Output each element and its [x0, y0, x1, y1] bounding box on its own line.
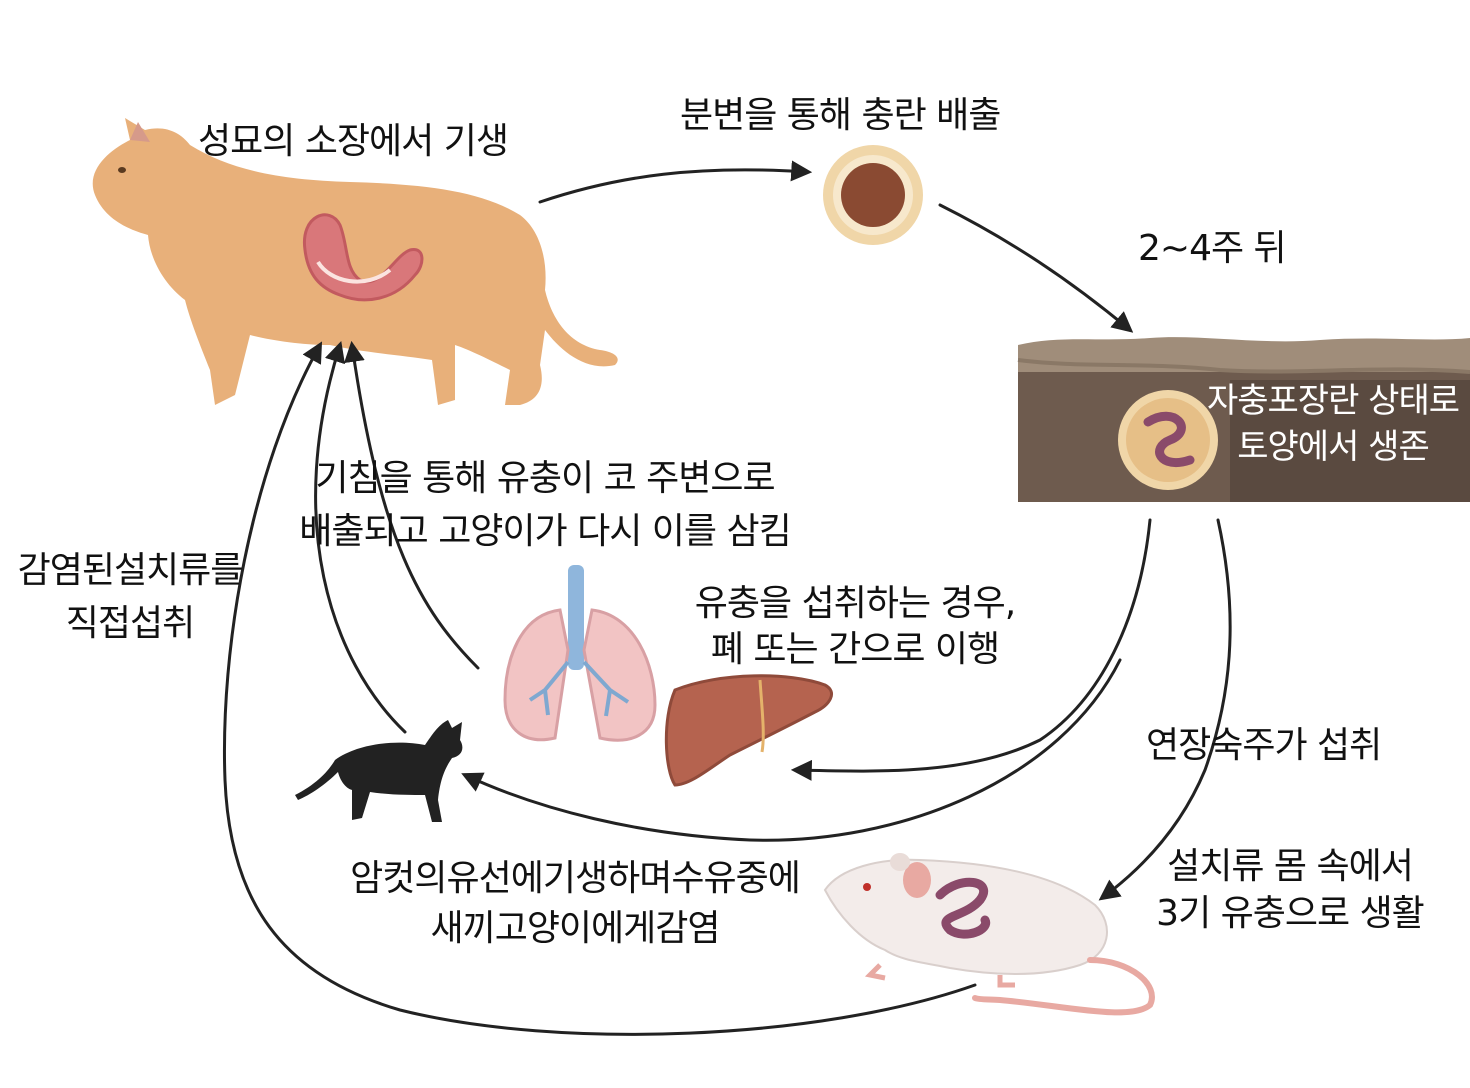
label-rodent-direct-line-2: 직접섭취: [65, 603, 195, 644]
arrow-mouse-to-cat: [223, 341, 977, 1036]
cycle-arrows: [223, 160, 1232, 1036]
label-rodent-direct-line-1: 감염된설치류를: [17, 550, 244, 591]
arrow-soil-to-liver: [790, 518, 1152, 781]
mouse-icon: [823, 853, 1155, 1016]
trachea: [568, 565, 584, 670]
soil-block-icon: [1017, 337, 1470, 502]
label-rodent-body-line-1: 설치류 몸 속에서: [1167, 846, 1414, 887]
label-larva-line-2: 폐 또는 간으로 이행: [710, 629, 1000, 670]
egg-icon: [823, 145, 923, 245]
arrow-soil-to-kitten: [461, 658, 1122, 842]
lungs-icon: [503, 565, 657, 742]
label-weeks: 2~4주 뒤: [1138, 228, 1287, 269]
cat-body: [92, 118, 618, 405]
label-cough-line-1: 기침을 통해 유충이 코 주변으로: [315, 458, 775, 499]
larva-in-egg-icon: [1143, 411, 1195, 467]
label-cat-parasite: 성묘의 소장에서 기생: [198, 121, 509, 162]
arrow-soil-to-mouse: [1098, 518, 1232, 901]
label-cough-line-2: 배출되고 고양이가 다시 이를 삼킴: [299, 511, 791, 552]
label-larva-line-1: 유충을 섭취하는 경우,: [694, 583, 1016, 624]
label-mammary-line-1: 암컷의유선에기생하며수유중에: [350, 858, 801, 899]
label-paratenic: 연장숙주가 섭취: [1146, 725, 1382, 766]
adult-cat-icon: [92, 118, 618, 405]
liver-icon: [664, 674, 833, 787]
label-egg-excretion: 분변을 통해 충란 배출: [680, 95, 1001, 136]
arrow-cough-to-cat: [343, 340, 480, 670]
kitten-silhouette-icon: [295, 720, 463, 822]
label-mammary-line-2: 새끼고양이에게감염: [430, 908, 720, 949]
label-soil-line-1: 자충포장란 상태로: [1206, 381, 1460, 421]
arrow-egg-to-soil: [938, 203, 1134, 333]
label-soil-line-2: 토양에서 생존: [1237, 427, 1430, 467]
label-rodent-body-line-2: 3기 유충으로 생활: [1156, 893, 1425, 934]
larva-in-mouse-icon: [935, 877, 991, 939]
arrow-kitten-to-cat: [314, 340, 407, 734]
arrow-cat-to-egg: [538, 160, 813, 204]
intestine-icon: [302, 213, 424, 302]
